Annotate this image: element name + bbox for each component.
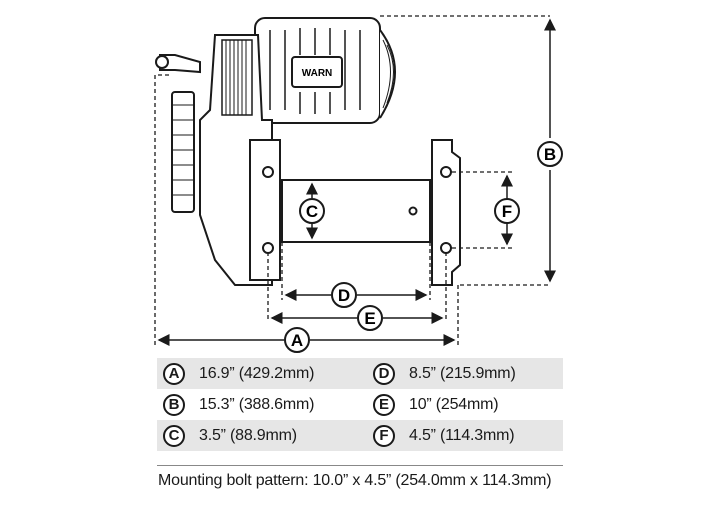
spec-badge-a: A bbox=[163, 362, 185, 385]
clutch-knob bbox=[155, 55, 169, 69]
footer-divider bbox=[157, 465, 563, 466]
spec-badge-b: B bbox=[163, 393, 185, 416]
badge-b-circle bbox=[537, 141, 563, 167]
spec-badge-c: C bbox=[163, 424, 185, 447]
spec-row: A 16.9” (429.2mm) D 8.5” (215.9mm) bbox=[157, 358, 563, 389]
spec-value-c: 3.5” (88.9mm) bbox=[199, 426, 297, 444]
dimension-label-e: E bbox=[364, 309, 375, 328]
dimension-spec-table: A 16.9” (429.2mm) D 8.5” (215.9mm) B 15.… bbox=[157, 358, 563, 451]
badge-c-circle bbox=[299, 198, 325, 224]
spec-badge-e: E bbox=[373, 393, 395, 416]
badge-d-circle bbox=[331, 282, 357, 308]
spec-value-f: 4.5” (114.3mm) bbox=[409, 426, 515, 444]
clutch-handle bbox=[159, 54, 201, 74]
extension-lines bbox=[154, 15, 550, 345]
badge-a-circle bbox=[284, 327, 310, 353]
spec-value-d: 8.5” (215.9mm) bbox=[409, 364, 516, 382]
spec-value-b: 15.3” (388.6mm) bbox=[199, 395, 315, 413]
dimension-label-a: A bbox=[291, 331, 303, 350]
control-gear bbox=[171, 91, 195, 213]
spec-badge-d: D bbox=[373, 362, 395, 385]
left-top-bolt bbox=[262, 166, 274, 178]
gear-cover bbox=[221, 39, 253, 116]
left-bottom-bolt bbox=[262, 242, 274, 254]
mounting-bolt-pattern-note: Mounting bolt pattern: 10.0” x 4.5” (254… bbox=[158, 472, 552, 489]
logo-plate bbox=[291, 56, 343, 88]
dimension-label-f: F bbox=[502, 202, 512, 221]
dimension-label-d: D bbox=[338, 286, 350, 305]
winch-illustration bbox=[155, 17, 461, 286]
spec-value-e: 10” (254mm) bbox=[409, 395, 499, 413]
motor-fins bbox=[269, 28, 361, 114]
spec-badge-f: F bbox=[373, 424, 395, 447]
spec-value-a: 16.9” (429.2mm) bbox=[199, 364, 315, 382]
right-tie-plate bbox=[431, 139, 461, 286]
spec-row: C 3.5” (88.9mm) F 4.5” (114.3mm) bbox=[157, 420, 563, 451]
right-bottom-bolt bbox=[440, 242, 452, 254]
right-top-bolt bbox=[440, 166, 452, 178]
motor-endcap bbox=[379, 29, 396, 119]
left-mount-plate bbox=[249, 139, 281, 281]
spec-row: B 15.3” (388.6mm) E 10” (254mm) bbox=[157, 389, 563, 420]
badge-e-circle bbox=[357, 305, 383, 331]
dimension-badges bbox=[284, 141, 563, 353]
drum-hole bbox=[408, 206, 418, 216]
dimension-label-b: B bbox=[544, 145, 556, 164]
logo-text: WARN bbox=[302, 68, 333, 79]
dimension-arrows bbox=[157, 18, 556, 346]
dimension-label-c: C bbox=[306, 202, 318, 221]
badge-f-circle bbox=[494, 198, 520, 224]
winch-dimension-drawing: B F C D E A WARN bbox=[154, 15, 563, 353]
